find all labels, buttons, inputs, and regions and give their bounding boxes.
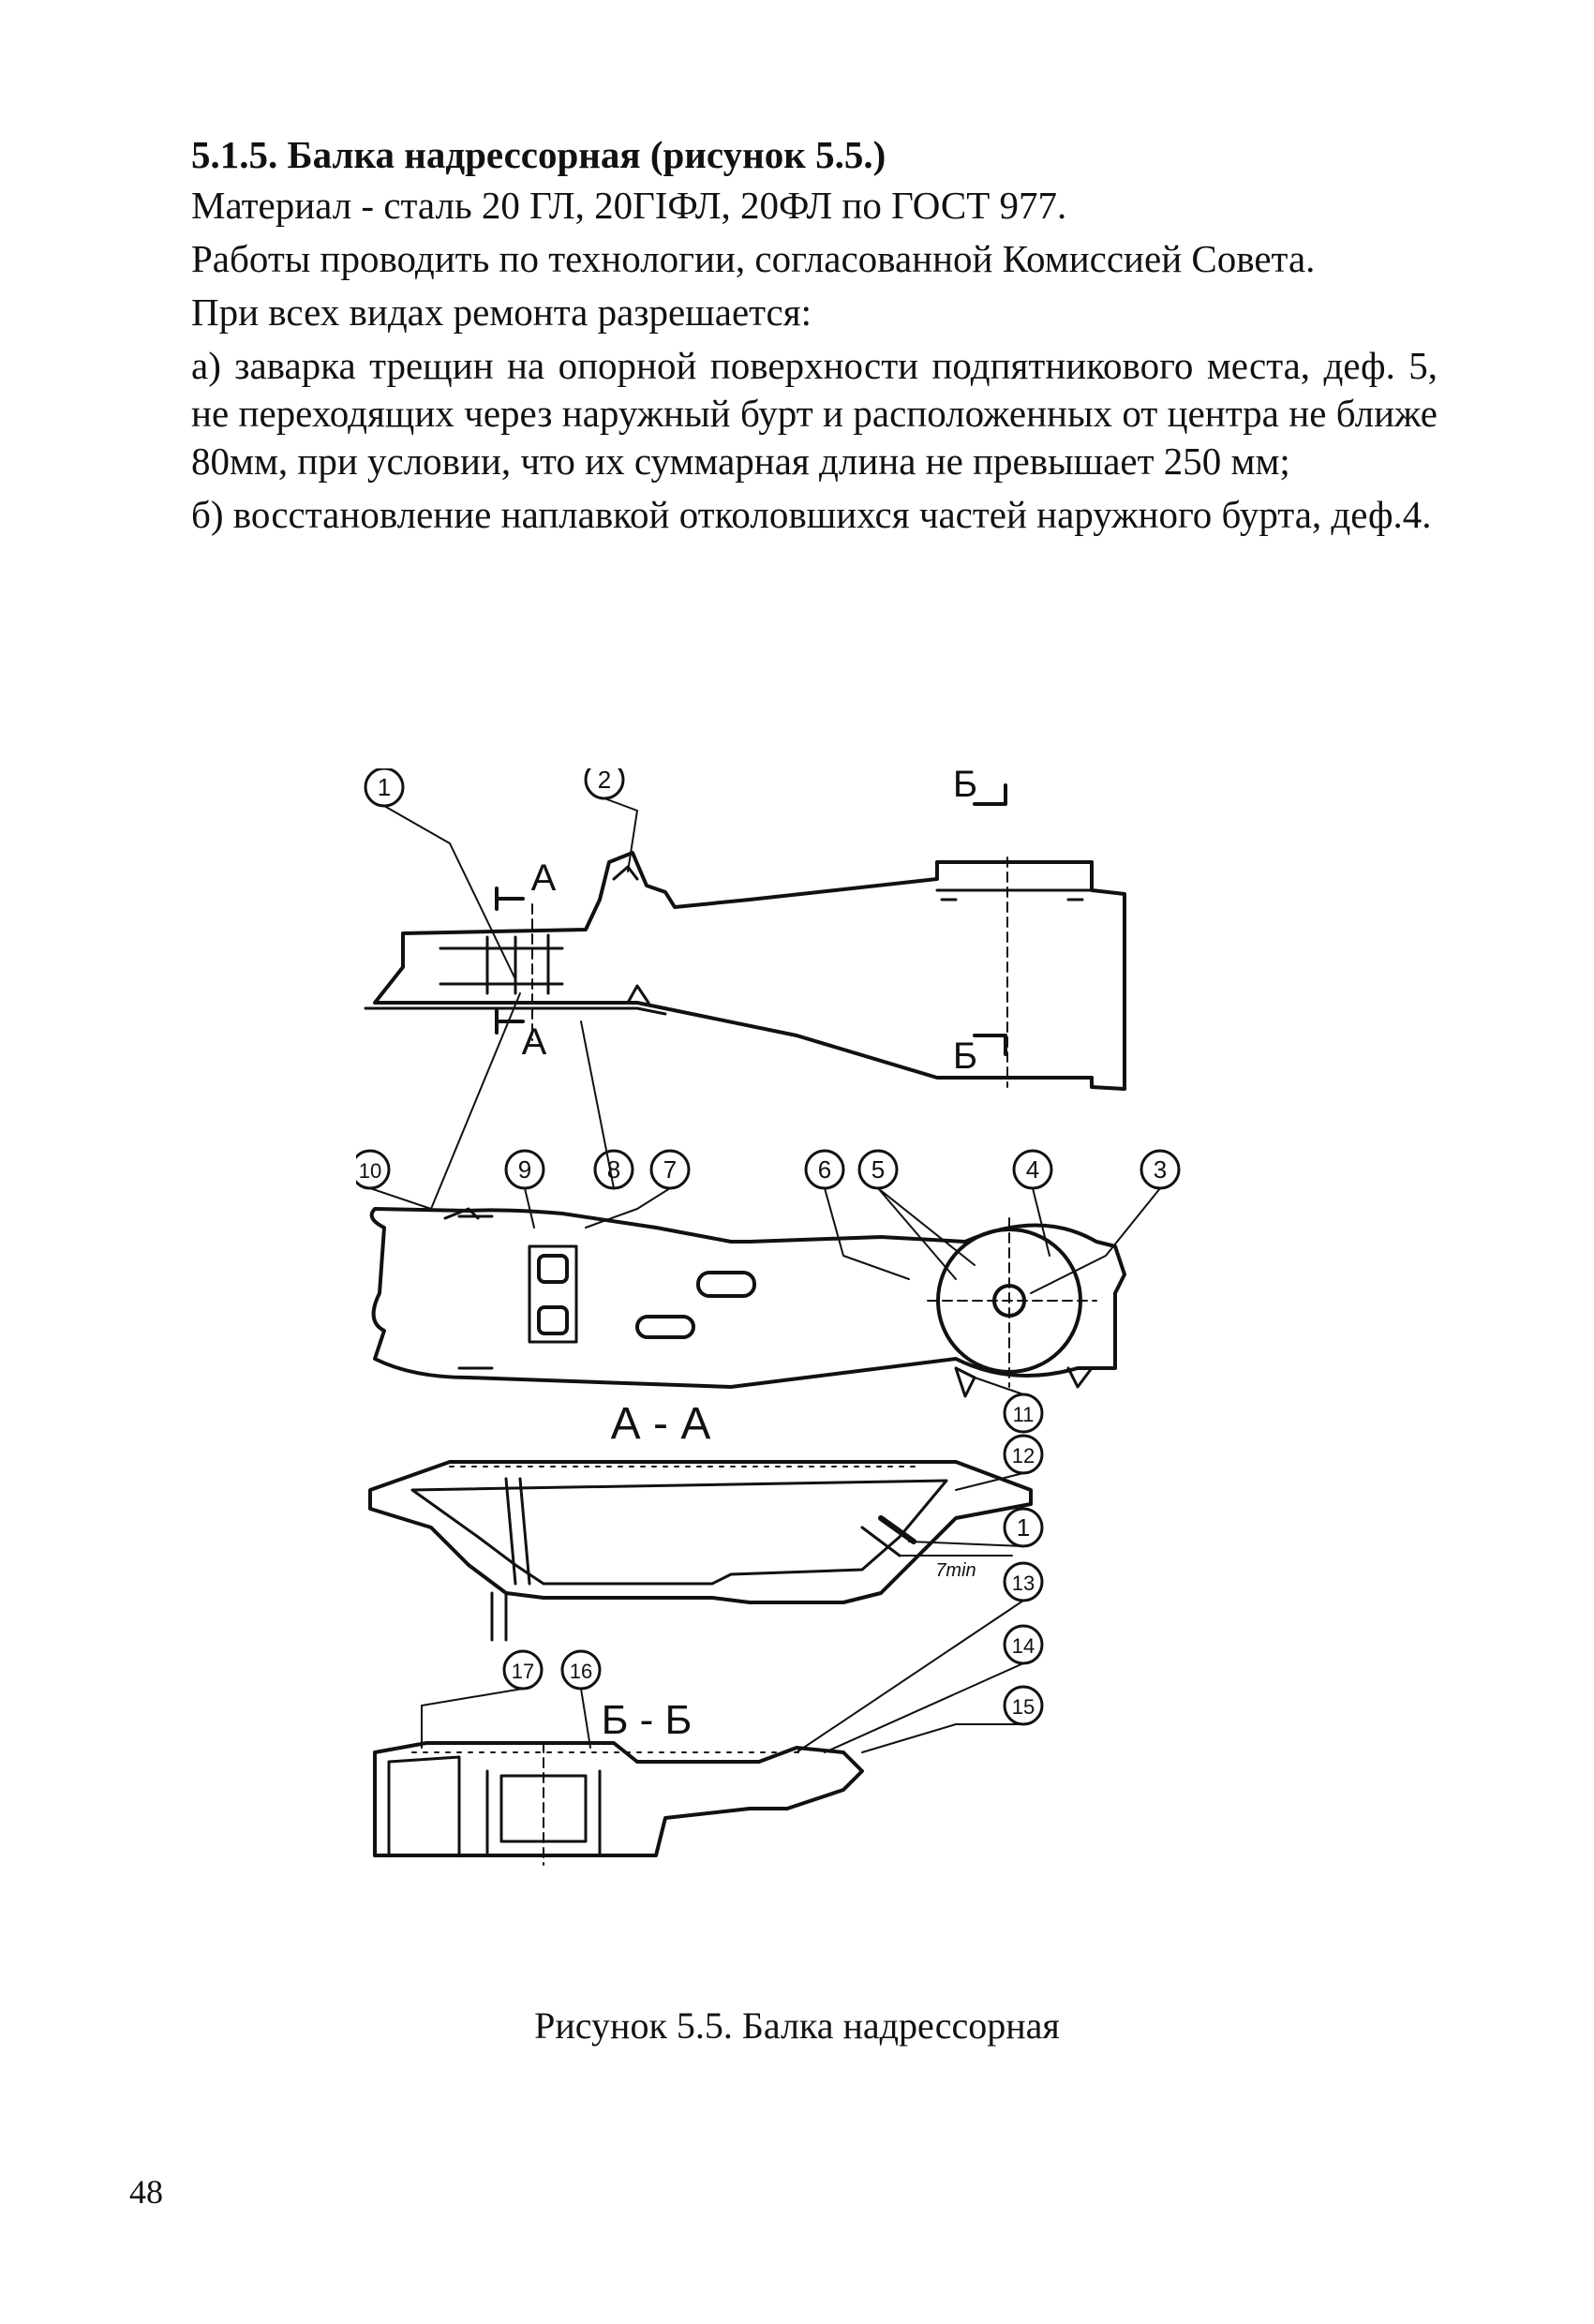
callout-7: 7 [663,1155,677,1184]
plan-view [369,1207,1126,1398]
callout-14: 14 [1012,1634,1035,1658]
section-mark-b-bottom: Б [953,1035,977,1077]
callout-1-section: 1 [1017,1513,1030,1542]
paragraph-technology: Работы проводить по технологии, согласов… [191,237,1316,280]
callout-6: 6 [818,1155,831,1184]
callout-10: 10 [359,1159,381,1183]
leader-lines [369,797,1161,1753]
callout-4: 4 [1026,1155,1039,1184]
paragraph-item-b: б) восстановление наплавкой отколовшихся… [191,493,1432,536]
section-title-a-a: А - А [611,1399,711,1449]
callout-2: 2 [598,768,611,794]
paragraph-material: Материал - сталь 20 ГЛ, 20ГIФЛ, 20ФЛ по … [191,184,1067,227]
callout-8: 8 [607,1155,620,1184]
figure-caption: Рисунок 5.5. Балка надрессорная [534,2004,1060,2047]
text-block: 5.1.5. Балка надрессорная (рисунок 5.5.)… [191,131,1438,544]
page-number: 48 [129,2173,163,2211]
callout-9: 9 [518,1155,531,1184]
section-mark-a-top: А [531,857,557,899]
drawing-svg: 1 2 3 4 5 6 7 8 9 10 11 12 1 13 14 15 16… [356,768,1181,1866]
section-mark-b-top: Б [953,768,977,805]
section-title-b-b: Б - Б [602,1697,693,1743]
section-a-a [368,1460,1033,1642]
callout-16: 16 [570,1660,592,1683]
technical-drawing: 1 2 3 4 5 6 7 8 9 10 11 12 1 13 14 15 16… [356,768,1237,1893]
callout-17: 17 [512,1660,534,1683]
callout-5: 5 [871,1155,885,1184]
side-view [364,783,1126,1091]
callout-3: 3 [1154,1155,1167,1184]
dimension-label: 7min [935,1560,976,1581]
callout-11: 11 [1013,1403,1035,1426]
paragraph-allowed: При всех видах ремонта разрешается: [191,290,812,334]
section-b-b [373,1741,864,1866]
callout-12: 12 [1012,1444,1035,1467]
callout-15: 15 [1012,1695,1035,1719]
paragraph-item-a: а) заварка трещин на опорной поверхности… [191,344,1438,483]
section-mark-a-bottom: А [522,1021,547,1063]
callout-13: 13 [1012,1572,1035,1595]
section-heading: 5.1.5. Балка надрессорная (рисунок 5.5.) [191,133,886,176]
callout-1-top: 1 [378,773,391,801]
